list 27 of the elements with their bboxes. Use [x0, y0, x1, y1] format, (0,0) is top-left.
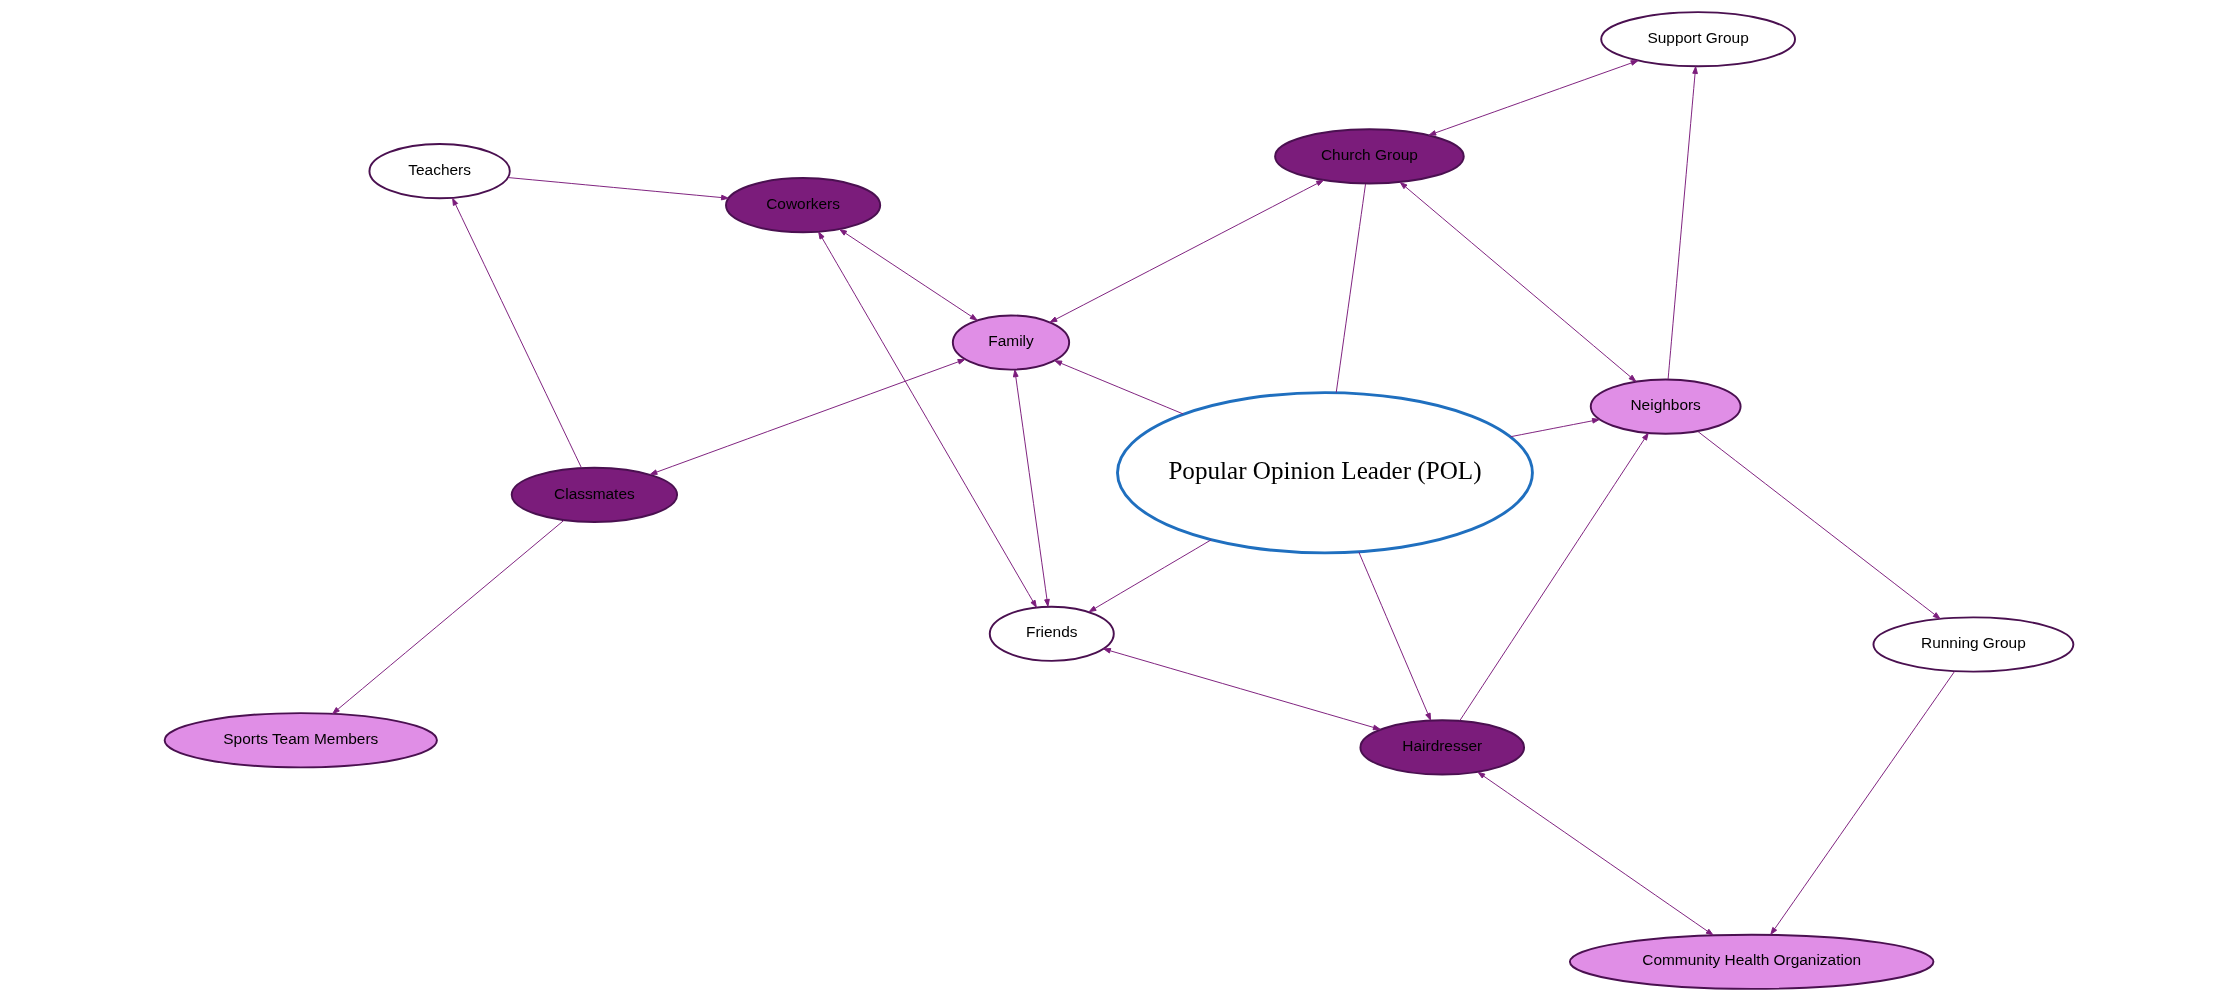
- arrow: [1357, 551, 1431, 721]
- node-ellipse: Running Group: [1872, 616, 2074, 673]
- arrow: [331, 519, 564, 715]
- arrow: [1667, 66, 1698, 380]
- arrow: [1399, 181, 1636, 382]
- arrow: [1427, 60, 1638, 136]
- arrow: [649, 358, 965, 475]
- arrow: [838, 228, 978, 321]
- arrow: [1012, 369, 1050, 607]
- node-ellipse: Hairdresser: [1358, 719, 1525, 776]
- arrow: [1477, 771, 1714, 936]
- arrow: [451, 197, 582, 469]
- arrow: [1769, 671, 1955, 935]
- node-ellipse: Sports Team Members: [163, 712, 438, 769]
- arrow: [817, 231, 1037, 608]
- arrow: [507, 177, 729, 201]
- arrow: [1102, 648, 1381, 731]
- arrow: [1088, 539, 1212, 613]
- arrow: [1696, 430, 1940, 620]
- node-ellipse: Community Health Organization: [1568, 933, 1934, 990]
- arrow: [1049, 179, 1324, 323]
- connector: [1335, 183, 1366, 393]
- node-ellipse: Popular Opinion Leader (POL): [1115, 391, 1534, 555]
- arrow: [1458, 432, 1649, 722]
- arrow: [1053, 360, 1184, 415]
- arrow: [1509, 417, 1600, 438]
- node-ellipse: Teachers: [367, 143, 511, 200]
